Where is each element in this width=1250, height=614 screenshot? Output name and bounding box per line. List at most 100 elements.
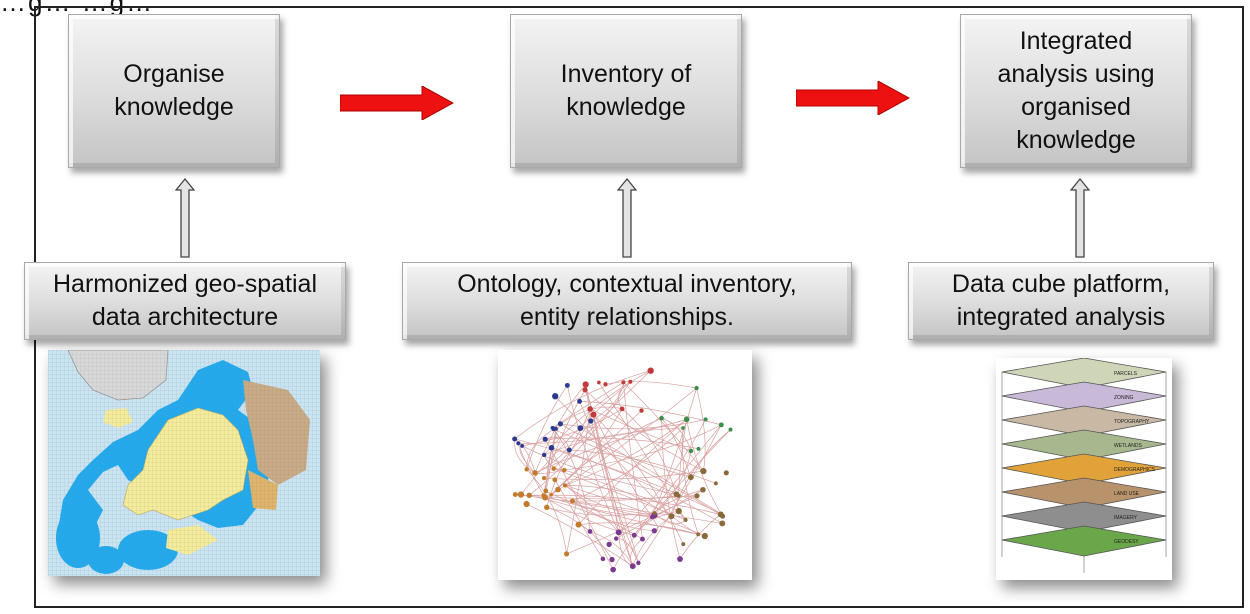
up-arrow-icon <box>617 178 637 258</box>
foundation-label-line: data architecture <box>91 303 279 331</box>
network-node <box>719 520 726 527</box>
network-node <box>700 486 706 493</box>
network-node <box>676 493 681 498</box>
network-node <box>551 466 556 471</box>
stage-label-line: knowledge <box>1016 126 1136 155</box>
network-node <box>532 470 538 476</box>
network-node <box>544 504 550 511</box>
network-node <box>688 448 694 454</box>
network-node <box>549 492 553 497</box>
network-node <box>621 380 626 385</box>
network-node <box>512 492 518 498</box>
network-node <box>703 417 708 422</box>
network-node <box>566 447 572 453</box>
network-node <box>694 385 699 391</box>
network-node <box>582 387 588 393</box>
network-node <box>603 382 608 387</box>
data-cube-layers-icon: PARCELS ZONING TOPOGRAPHY WETLANDS DEMOGRAPH… <box>996 358 1172 580</box>
cube-layer-label: ZONING <box>1114 395 1134 401</box>
network-node <box>543 488 549 494</box>
stage-label-line: knowledge <box>566 93 686 121</box>
up-arrow-icon <box>1070 178 1090 258</box>
network-node <box>639 408 644 413</box>
network-node <box>675 508 682 515</box>
network-node <box>542 452 547 458</box>
cube-layer <box>1001 525 1167 557</box>
network-node <box>640 536 645 542</box>
cube-layer-label: LAND USE <box>1114 491 1140 497</box>
network-node <box>557 421 564 427</box>
network-node <box>687 474 694 481</box>
network-node <box>696 446 701 451</box>
ontology-network-icon <box>498 350 752 580</box>
network-node <box>520 443 525 448</box>
network-node <box>550 425 555 430</box>
network-node <box>681 542 686 547</box>
network-node <box>526 492 532 499</box>
network-node <box>614 536 619 541</box>
network-node <box>569 498 575 504</box>
stage-label-line: analysis using <box>997 59 1155 88</box>
foundation-data-cube-platform: Data cube platform, integrated analysis <box>908 262 1214 340</box>
network-node <box>524 467 529 472</box>
network-node <box>652 511 657 515</box>
network-node <box>619 406 625 412</box>
network-node <box>541 476 547 481</box>
cube-layer-label: PARCELS <box>1114 371 1138 377</box>
network-node <box>728 427 733 432</box>
stage-label-line: Organise <box>123 59 225 88</box>
foundation-label-line: entity relationships. <box>519 303 734 331</box>
cube-layer-label: IMAGERY <box>1114 515 1138 521</box>
network-node <box>681 426 685 430</box>
network-node <box>587 406 593 412</box>
up-arrow-icon <box>175 178 195 258</box>
network-node <box>562 483 568 488</box>
network-node <box>606 541 612 548</box>
network-node <box>597 380 601 385</box>
foundation-geospatial-architecture: Harmonized geo-spatial data architecture <box>24 262 346 340</box>
network-node <box>548 444 555 451</box>
foundation-label-line: Harmonized geo-spatial <box>52 269 318 298</box>
network-node <box>723 470 729 476</box>
network-node <box>700 468 707 475</box>
network-node <box>516 441 521 446</box>
network-node <box>631 532 637 538</box>
network-node <box>600 556 606 562</box>
network-node <box>615 529 622 536</box>
network-node <box>552 477 558 483</box>
network-node <box>694 493 700 499</box>
network-node <box>590 411 597 418</box>
network-node <box>647 367 654 374</box>
flow-arrow-right-icon <box>796 81 910 115</box>
network-node <box>701 532 708 540</box>
network-node <box>609 556 615 563</box>
stage-inventory-of-knowledge: Inventory of knowledge <box>510 14 742 168</box>
header-fragment-text: …g… …g… <box>0 0 155 17</box>
network-node <box>636 560 641 566</box>
network-node <box>629 563 636 570</box>
network-node <box>552 393 559 400</box>
network-node <box>683 517 688 522</box>
network-node <box>610 566 616 573</box>
cube-layer-label: TOPOGRAPHY <box>1114 419 1150 425</box>
foundation-label-line: Ontology, contextual inventory, <box>457 269 797 298</box>
stage-organise-knowledge: Organise knowledge <box>68 14 280 168</box>
europe-map-icon <box>48 350 320 576</box>
network-node <box>564 551 570 557</box>
network-node <box>564 382 570 388</box>
network-node <box>718 422 724 428</box>
cube-layer-label: DEMOGRAPHICS <box>1114 467 1156 473</box>
foundation-ontology-inventory: Ontology, contextual inventory, entity r… <box>402 262 852 340</box>
network-node <box>718 511 724 517</box>
network-node <box>668 513 675 520</box>
network-node <box>683 416 690 423</box>
flow-arrow-right-icon <box>340 86 454 120</box>
network-node <box>582 381 589 388</box>
stage-label-line: Integrated <box>1019 26 1133 55</box>
network-node <box>696 532 701 537</box>
cube-layer-label: WETLANDS <box>1114 443 1142 449</box>
stage-integrated-analysis: Integrated analysis using organised know… <box>960 14 1192 168</box>
network-node <box>628 379 633 384</box>
network-node <box>517 491 525 498</box>
network-node <box>587 529 593 534</box>
